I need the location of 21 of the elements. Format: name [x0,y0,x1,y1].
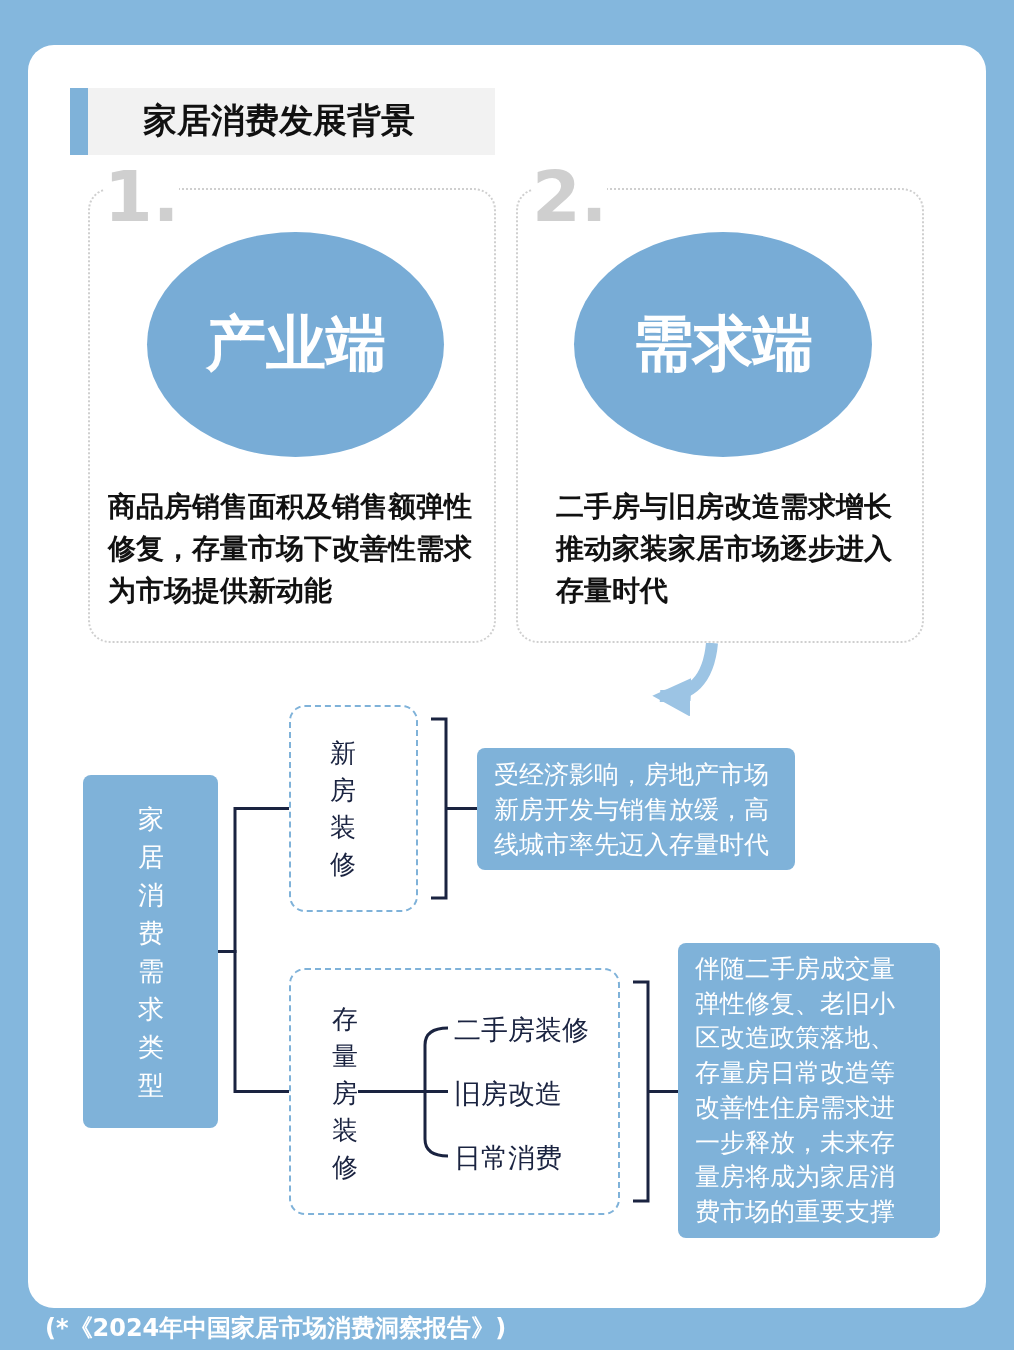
dashed-box [289,968,620,1215]
description-text: 商品房销售面积及销售额弹性修复，存量市场下改善性需求为市场提供新动能 [108,489,473,609]
source-note: (*《2024年中国家居市场消费洞察报告》) [45,1313,507,1344]
branch-text: 二手房装修 [454,1013,589,1047]
heading-text: 家居消费发展背景 [143,99,415,142]
vertical-label: 新房装修 [329,736,358,881]
category-box [83,775,218,1128]
note-text: 伴随二手房成交量弹性修复、老旧小区改造政策落地、存量房日常改造等改善性住房需求进一步释放，未来存量房将成为家居消费市场的重要支撑 [695,953,896,1228]
bracket-connector [429,717,479,900]
vertical-label: 家居消费需求类型 [136,802,165,1102]
note-text: 受经济影响，房地产市场新房开发与销售放缓，高线城市率先迈入存量时代 [494,759,770,861]
note-box [477,748,795,870]
bracket-connector [631,980,680,1203]
ellipse-title: 产业端 [205,307,386,380]
vertical-label: 存量房装修 [330,1001,360,1186]
dashed-box [289,705,418,912]
branch-text: 日常消费 [454,1141,562,1175]
description-text: 二手房与旧房改造需求增长推动家装家居市场逐步进入存量时代 [556,489,893,609]
branch-text: 旧房改造 [454,1077,562,1111]
ellipse-title: 需求端 [633,307,813,380]
note-box [678,943,940,1238]
